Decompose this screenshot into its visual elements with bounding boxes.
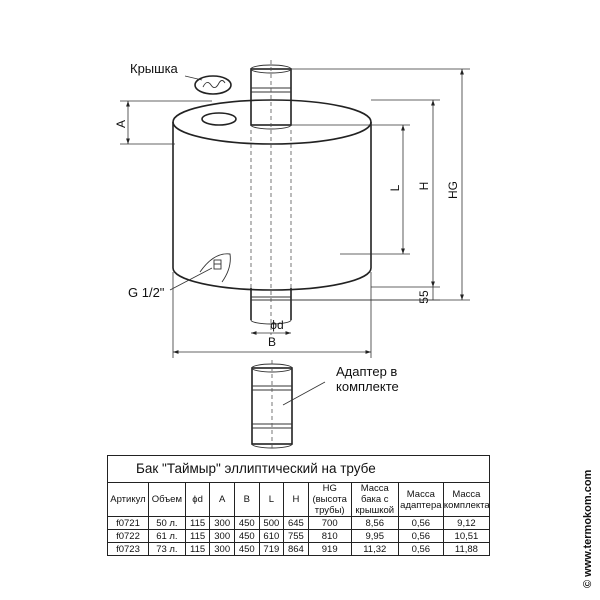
column-header: B bbox=[233, 482, 260, 517]
table-cell: 61 л. bbox=[147, 529, 186, 543]
table-cell: 0,56 bbox=[397, 542, 444, 556]
column-header: L bbox=[258, 482, 285, 517]
table-cell: f0721 bbox=[107, 516, 149, 530]
spec-table-block: Бак "Таймыр" эллиптический на трубе Арти… bbox=[107, 455, 491, 556]
dim-b-label: B bbox=[268, 335, 276, 349]
column-header: HG (высота трубы) bbox=[307, 482, 352, 517]
table-cell: 115 bbox=[184, 516, 211, 530]
table-cell: 864 bbox=[283, 542, 309, 556]
table-cell: 450 bbox=[233, 542, 260, 556]
table-cell: 755 bbox=[283, 529, 309, 543]
dimension-h bbox=[371, 99, 440, 288]
table-cell: 500 bbox=[258, 516, 285, 530]
table-cell: 810 bbox=[307, 529, 352, 543]
table-cell: 11,88 bbox=[442, 542, 491, 556]
table-row: f0723 73 л. 115 300 450 719 864 919 11,3… bbox=[107, 542, 491, 556]
dimension-hg bbox=[291, 68, 470, 301]
dim-hg-label: HG bbox=[446, 181, 460, 199]
table-row: f0721 50 л. 115 300 450 500 645 700 8,56… bbox=[107, 516, 491, 530]
table-cell: 450 bbox=[233, 529, 260, 543]
table-cell: 9,12 bbox=[442, 516, 491, 530]
lid-part bbox=[194, 75, 232, 95]
lid-label: Крышка bbox=[130, 61, 179, 76]
pipe bbox=[250, 60, 292, 335]
table-cell: 300 bbox=[209, 516, 235, 530]
table-cell: 115 bbox=[184, 542, 211, 556]
table-cell: 300 bbox=[209, 542, 235, 556]
table-cell: 9,95 bbox=[350, 529, 399, 543]
dimension-a bbox=[120, 100, 212, 145]
table-cell: 919 bbox=[307, 542, 352, 556]
dim-55-label: 55 bbox=[417, 290, 431, 304]
table-row: f0722 61 л. 115 300 450 610 755 810 9,95… bbox=[107, 529, 491, 543]
adapter-part bbox=[251, 360, 293, 450]
column-header: Артикул bbox=[107, 482, 149, 517]
column-header: ϕd bbox=[184, 482, 211, 517]
dimension-b bbox=[172, 272, 372, 358]
table-title: Бак "Таймыр" эллиптический на трубе bbox=[107, 455, 490, 482]
table-cell: 73 л. bbox=[147, 542, 186, 556]
table-cell: 719 bbox=[258, 542, 285, 556]
tank-body bbox=[172, 99, 372, 291]
table-cell: 450 bbox=[233, 516, 260, 530]
table-cell: 610 bbox=[258, 529, 285, 543]
adapter-label-line2: комплекте bbox=[336, 379, 399, 394]
table-cell: 115 bbox=[184, 529, 211, 543]
table-cell: 10,51 bbox=[442, 529, 491, 543]
fitting-leader bbox=[169, 267, 213, 291]
table-cell: 8,56 bbox=[350, 516, 399, 530]
lid-leader bbox=[184, 75, 203, 81]
dimension-l bbox=[291, 124, 410, 255]
table-cell: 0,56 bbox=[397, 516, 444, 530]
table-cell: f0722 bbox=[107, 529, 149, 543]
table-cell: f0723 bbox=[107, 542, 149, 556]
dim-h-label: H bbox=[417, 182, 431, 191]
dim-a-label: A bbox=[114, 120, 128, 128]
spec-table: Артикул Объем ϕd A B L H HG (высота труб… bbox=[107, 482, 491, 556]
fitting-g12 bbox=[199, 253, 231, 283]
column-header: Масса бака с крышкой bbox=[350, 482, 399, 517]
adapter-label-line1: Адаптер в bbox=[336, 364, 397, 379]
fitting-label: G 1/2" bbox=[128, 285, 165, 300]
adapter-leader bbox=[282, 381, 326, 406]
table-cell: 11,32 bbox=[350, 542, 399, 556]
column-header: Объем bbox=[147, 482, 186, 517]
table-cell: 700 bbox=[307, 516, 352, 530]
table-cell: 0,56 bbox=[397, 529, 444, 543]
column-header: Масса адаптера bbox=[397, 482, 444, 517]
table-cell: 645 bbox=[283, 516, 309, 530]
watermark-text: © www.termokom.com bbox=[582, 469, 594, 588]
table-cell: 300 bbox=[209, 529, 235, 543]
table-cell: 50 л. bbox=[147, 516, 186, 530]
column-header: A bbox=[209, 482, 235, 517]
table-header-row: Артикул Объем ϕd A B L H HG (высота труб… bbox=[107, 482, 491, 517]
column-header: Масса комплекта bbox=[442, 482, 491, 517]
dim-d-label: ϕd bbox=[270, 318, 283, 332]
column-header: H bbox=[283, 482, 309, 517]
dim-l-label: L bbox=[388, 184, 402, 191]
